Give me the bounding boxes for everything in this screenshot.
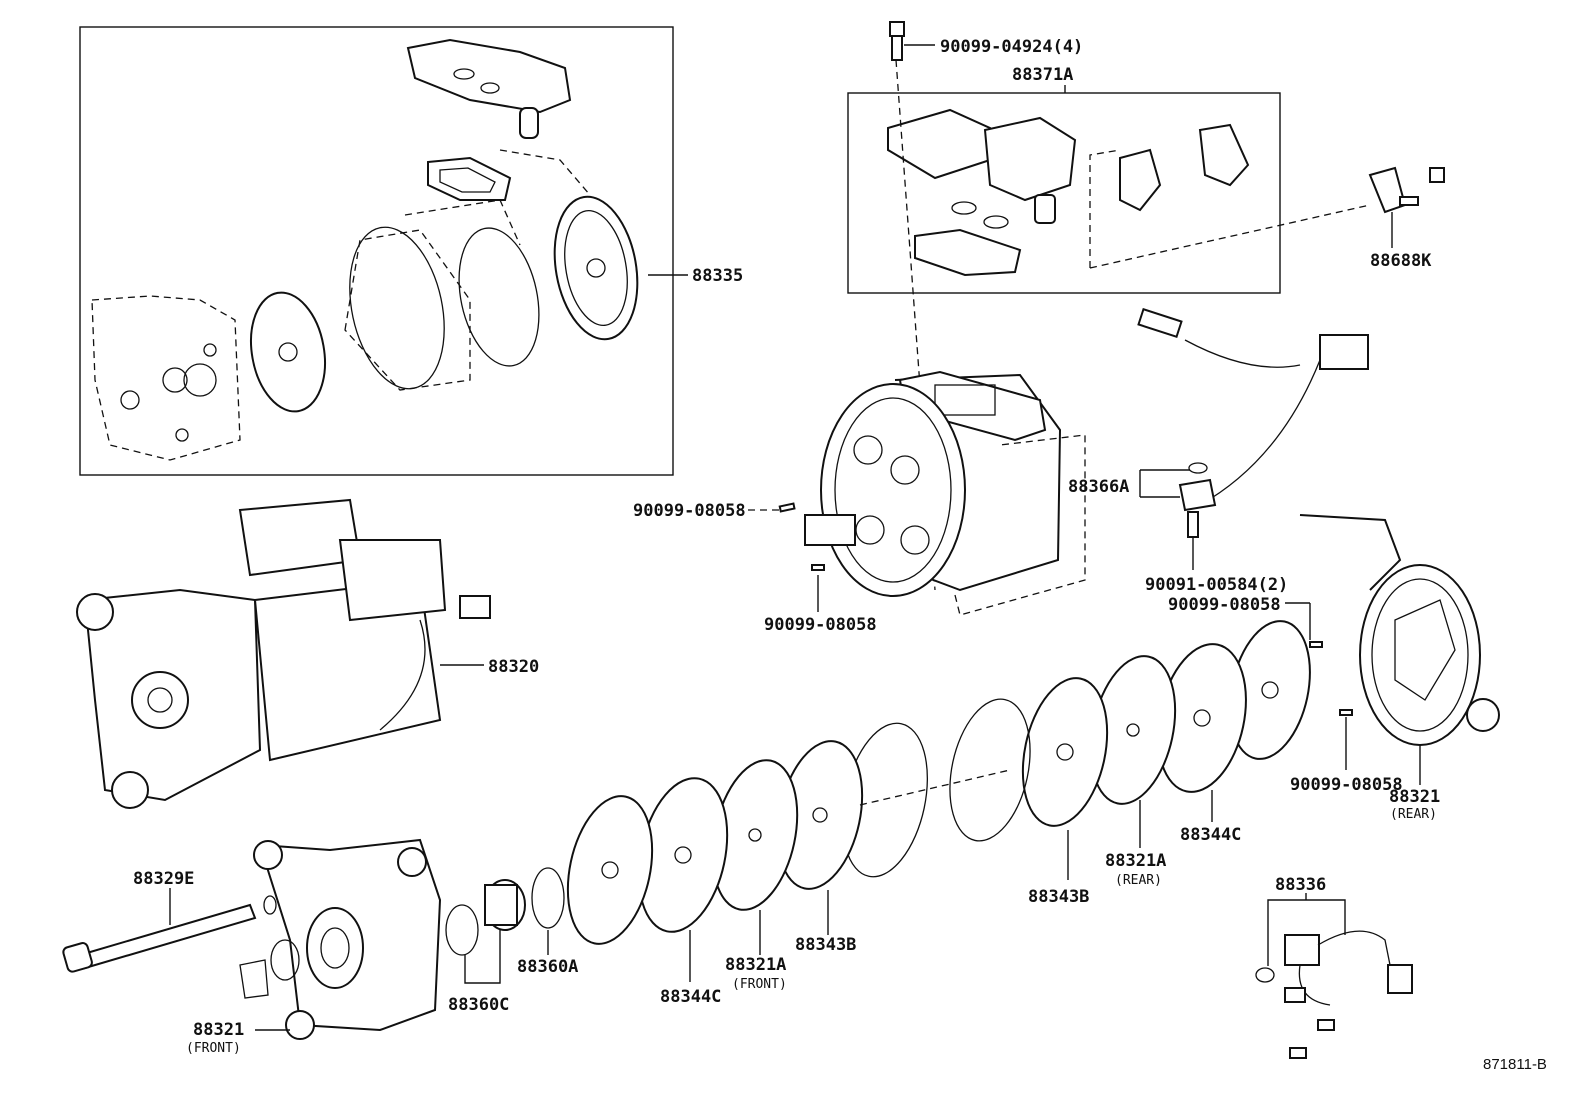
rear-plates: [949, 620, 1311, 842]
label-88320: 88320: [488, 657, 539, 677]
label-88336: 88336: [1275, 875, 1326, 895]
kit-88371A-box: [847, 92, 1281, 294]
label-88321A-rear: 88321A: [1105, 851, 1166, 871]
label-88321A-front-sub: (FRONT): [732, 977, 787, 992]
centerline-bolt: [895, 59, 936, 591]
compressor-housing: [804, 370, 1062, 597]
label-88343B-rear: 88343B: [1028, 887, 1089, 907]
label-90099-04924: 90099-04924(4): [940, 37, 1083, 57]
label-88321-rear-sub: (REAR): [1390, 807, 1437, 822]
label-90099-08058-a: 90099-08058: [633, 501, 746, 521]
label-88321A-rear-sub: (REAR): [1115, 873, 1162, 888]
label-88321-front: 88321: [193, 1020, 244, 1040]
bolt-90099-04924: [889, 21, 905, 61]
seals-88360: [445, 867, 565, 956]
label-88321A-front: 88321A: [725, 955, 786, 975]
label-88366A: 88366A: [1068, 477, 1129, 497]
label-88321-rear: 88321: [1389, 787, 1440, 807]
kit-88335-box: [79, 26, 674, 476]
label-88343B-front: 88343B: [795, 935, 856, 955]
sensor-88366A: [1137, 307, 1369, 538]
front-plates: [566, 722, 929, 945]
compressor-88320: [76, 498, 491, 809]
label-90099-08058-b: 90099-08058: [764, 615, 877, 635]
label-88344C-rear: 88344C: [1180, 825, 1241, 845]
label-88360C: 88360C: [448, 995, 509, 1015]
label-88321-front-sub: (FRONT): [186, 1041, 241, 1056]
label-88688K: 88688K: [1370, 251, 1432, 271]
label-90091-00584: 90091-00584(2): [1145, 575, 1288, 595]
through-bolt-88329E: [62, 903, 257, 973]
control-valve: [887, 108, 1250, 277]
label-88360A: 88360A: [517, 957, 578, 977]
label-90099-08058-c: 90099-08058: [1168, 595, 1281, 615]
label-88335: 88335: [692, 266, 743, 286]
bracket-88688K: [1368, 166, 1445, 214]
label-88371A: 88371A: [1012, 65, 1073, 85]
label-88344C-front: 88344C: [660, 987, 721, 1007]
label-90099-08058-d: 90099-08058: [1290, 775, 1403, 795]
label-88329E: 88329E: [133, 869, 194, 889]
figure-id: 871811-B: [1483, 1056, 1547, 1073]
rear-head-88321: [1299, 514, 1500, 746]
front-head-88321: [239, 838, 442, 1040]
harness-88336: [1255, 930, 1413, 1059]
